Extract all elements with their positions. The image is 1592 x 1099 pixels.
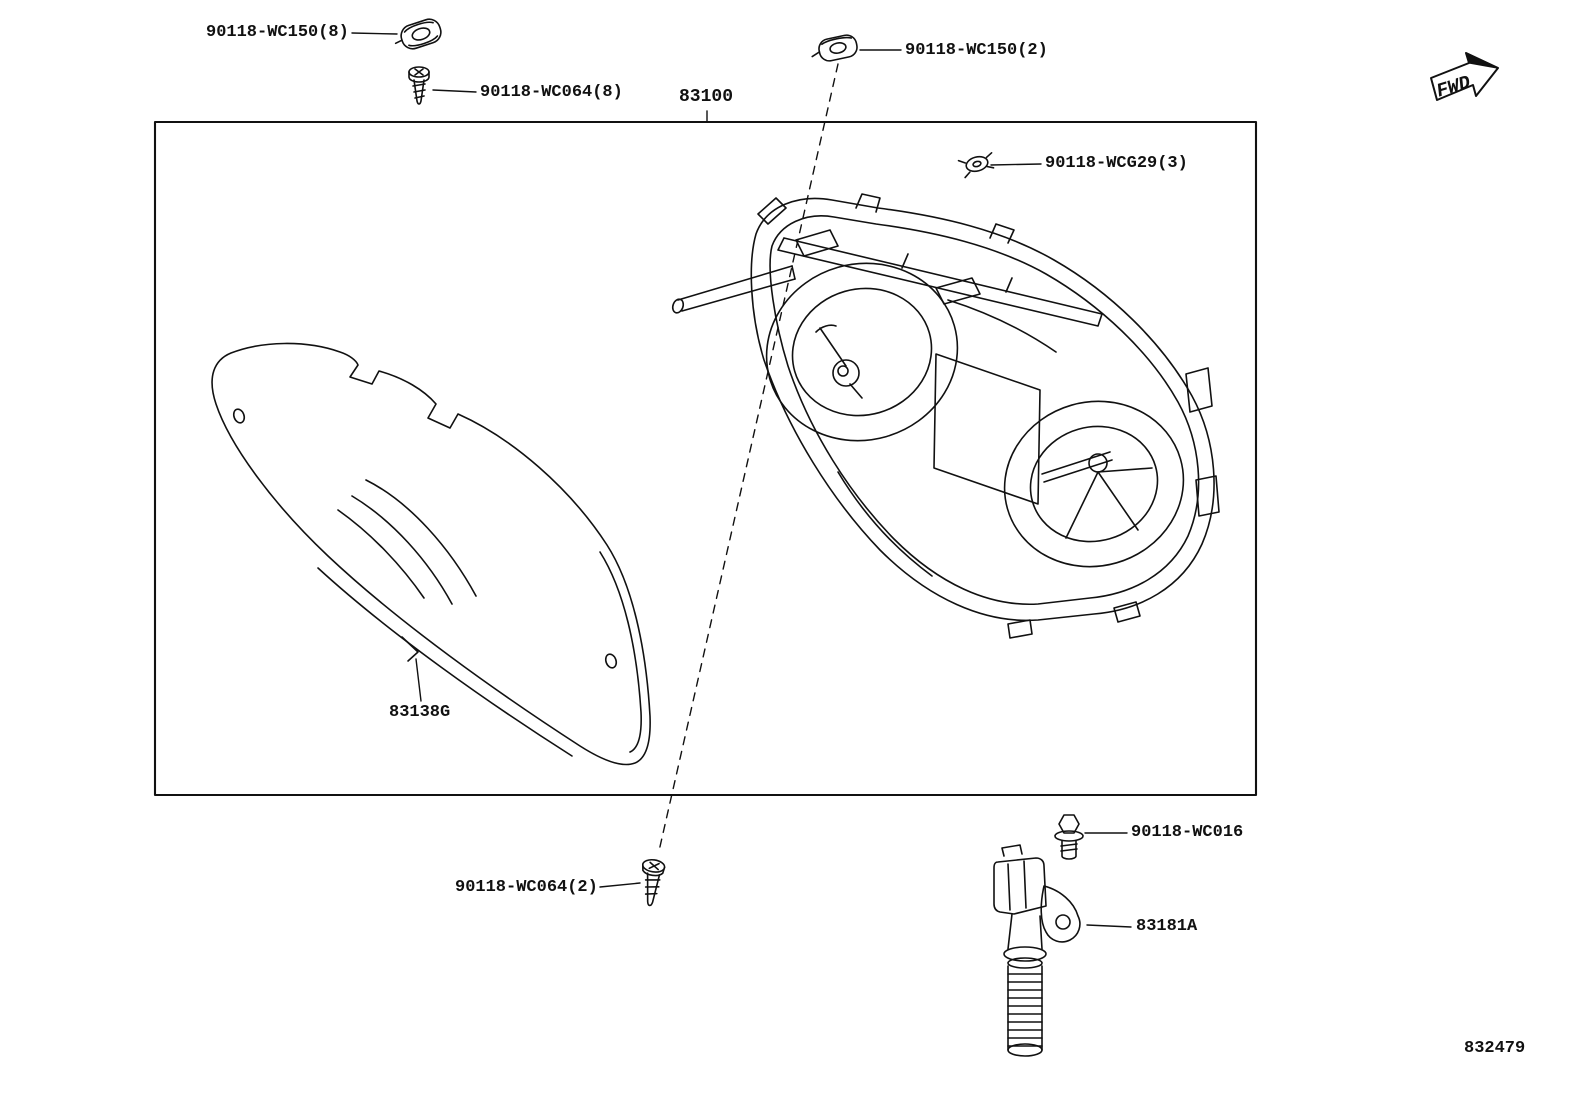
assembly-frame-box bbox=[153, 120, 1258, 797]
callout-90118-wcg29-3[interactable]: 90118-WCG29(3) bbox=[1045, 154, 1188, 173]
meter-lens-drawing bbox=[211, 342, 651, 766]
callout-83181a[interactable]: 83181A bbox=[1136, 917, 1198, 936]
callout-90118-wc064-2[interactable]: 90118-WC064(2) bbox=[455, 878, 598, 897]
leader-lines bbox=[351, 32, 1132, 928]
bolt-icon bbox=[1054, 814, 1084, 860]
callout-90118-wc064-8[interactable]: 90118-WC064(8) bbox=[480, 83, 623, 102]
instrument-cluster-drawing bbox=[671, 193, 1220, 639]
figure-number: 832479 bbox=[1464, 1039, 1526, 1058]
callout-90118-wc150-8[interactable]: 90118-WC150(8) bbox=[206, 23, 349, 42]
clip-icon-wcg29 bbox=[957, 152, 995, 179]
screw-icon-bottom bbox=[641, 858, 666, 907]
callout-83138g[interactable]: 83138G bbox=[389, 703, 451, 722]
screw-icon-top bbox=[408, 66, 430, 105]
callout-90118-wc150-2[interactable]: 90118-WC150(2) bbox=[905, 41, 1048, 60]
callout-83100[interactable]: 83100 bbox=[679, 87, 734, 107]
fwd-arrow: FWD bbox=[1430, 52, 1499, 103]
clip-icon-top-right bbox=[811, 34, 858, 62]
dashed-assembly-line bbox=[658, 63, 839, 852]
clip-icon-top-left bbox=[394, 18, 442, 50]
speed-sensor-drawing bbox=[993, 844, 1081, 1057]
callout-90118-wc016[interactable]: 90118-WC016 bbox=[1131, 823, 1244, 842]
